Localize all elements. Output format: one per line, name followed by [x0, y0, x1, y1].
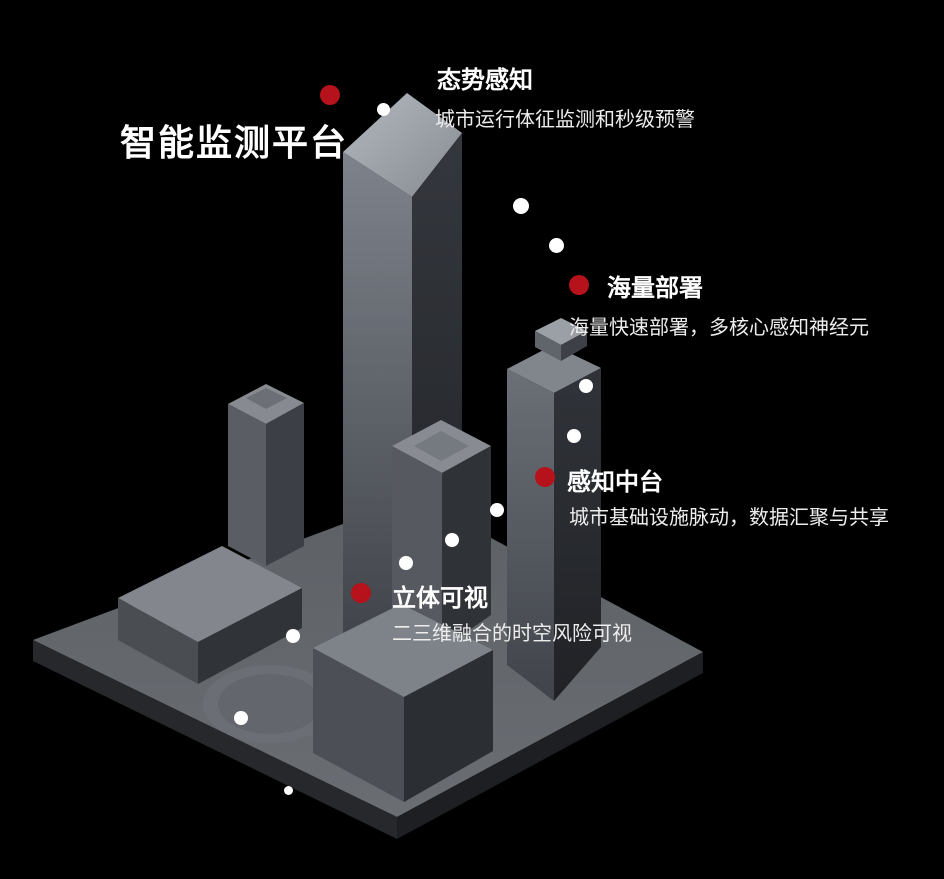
- left-face: [313, 648, 404, 802]
- left-face: [118, 598, 198, 684]
- feature-desc-situational-awareness: 城市运行体征监测和秒级预警: [435, 109, 695, 131]
- trail-dot: [399, 556, 413, 570]
- trail-dot: [490, 503, 504, 517]
- building-right-tower: [507, 318, 601, 701]
- trail-dot: [549, 238, 564, 253]
- building-small-tower: [228, 384, 304, 566]
- marker-3d-visual-dot: [351, 583, 371, 603]
- feature-label-mass-deployment: 海量部署: [607, 275, 703, 302]
- slanted-roof-face: [343, 93, 462, 197]
- feature-label-sensing-platform: 感知中台: [567, 469, 663, 496]
- building-front-block: [313, 604, 493, 802]
- building-low-slab: [118, 546, 302, 684]
- trail-dot: [567, 429, 581, 443]
- trail-dot: [377, 103, 390, 116]
- right-face: [404, 650, 493, 802]
- trail-dot: [445, 533, 459, 547]
- feature-desc-mass-deployment: 海量快速部署，多核心感知神经元: [569, 317, 869, 339]
- feature-label-3d-visual: 立体可视: [392, 585, 488, 612]
- right-face: [198, 588, 302, 684]
- right-face: [442, 446, 491, 649]
- trail-dot: [286, 629, 300, 643]
- right-face: [554, 368, 601, 701]
- page-title: 智能监测平台: [120, 122, 349, 163]
- trail-dot: [513, 198, 529, 214]
- cap-right-face: [561, 331, 587, 361]
- feature-label-situational-awareness: 态势感知: [437, 67, 533, 94]
- trail-dot: [579, 379, 593, 393]
- left-face: [507, 369, 554, 701]
- right-face: [266, 403, 304, 566]
- marker-platform-dot: [320, 85, 340, 105]
- roof-step: [414, 431, 469, 461]
- building-mid: [392, 420, 491, 649]
- pad-inner: [218, 674, 322, 734]
- trail-dot: [234, 711, 248, 725]
- marker-mass-deployment-dot: [569, 275, 589, 295]
- base-left-side: [33, 640, 397, 839]
- feature-desc-sensing-platform: 城市基础设施脉动，数据汇聚与共享: [569, 507, 889, 529]
- roof-face: [118, 546, 302, 642]
- roof-notch: [246, 388, 287, 409]
- cap-roof-face: [535, 318, 587, 345]
- cap-left-face: [535, 331, 561, 361]
- trail-dot: [284, 786, 293, 795]
- feature-desc-3d-visual: 二三维融合的时空风险可视: [392, 623, 632, 645]
- left-face: [392, 446, 442, 649]
- base-right-side: [397, 652, 703, 839]
- roof-face: [313, 604, 493, 697]
- left-face: [228, 404, 266, 566]
- marker-sensing-platform-dot: [535, 467, 555, 487]
